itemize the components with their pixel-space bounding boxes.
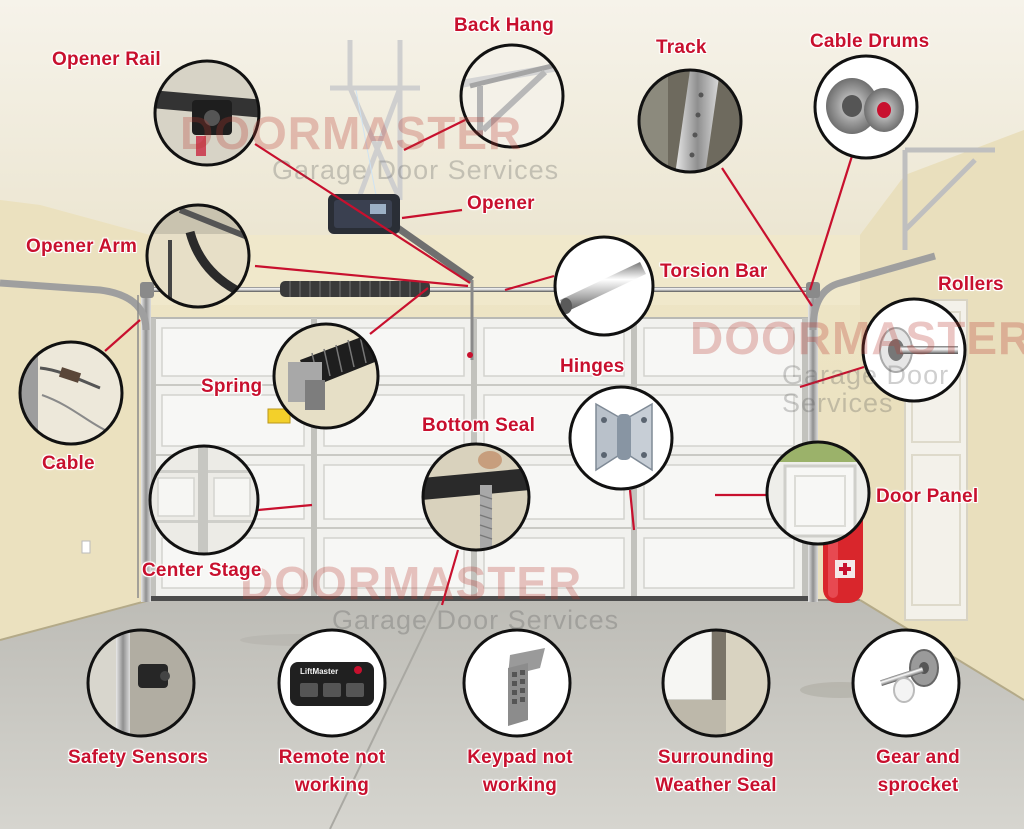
- spring-callout: [272, 322, 380, 430]
- label-keypad-line1: Keypad not: [467, 747, 573, 768]
- label-gear-line1: Gear and: [876, 747, 960, 768]
- torsion-bar-callout: [553, 235, 655, 337]
- label-cable-drums: Cable Drums: [810, 31, 930, 52]
- label-weather-seal-line1: Surrounding: [657, 747, 775, 768]
- label-opener-rail: Opener Rail: [52, 49, 161, 70]
- bottom-seal-callout: [421, 442, 531, 552]
- label-torsion-bar: Torsion Bar: [660, 261, 768, 282]
- label-hinges: Hinges: [560, 356, 625, 377]
- label-weather-seal: Surrounding Weather Seal: [648, 744, 784, 800]
- weather-seal-callout: [661, 628, 771, 738]
- label-back-hang: Back Hang: [454, 15, 555, 36]
- cable-drums-callout: [813, 54, 919, 160]
- gear-callout: [851, 628, 961, 738]
- label-gear: Gear and sprocket: [866, 744, 970, 800]
- opener-arm-callout: [145, 203, 251, 309]
- label-cable: Cable: [42, 453, 95, 474]
- rollers-callout: [861, 297, 967, 403]
- door-panel-recess: [483, 537, 625, 589]
- label-weather-seal-line2: Weather Seal: [655, 775, 777, 796]
- label-safety-sensors: Safety Sensors: [68, 747, 209, 768]
- cable-callout: [18, 340, 124, 446]
- label-bottom-seal: Bottom Seal: [422, 415, 536, 436]
- opener-rail-callout: [153, 59, 261, 167]
- label-opener-arm: Opener Arm: [26, 236, 138, 257]
- label-spring: Spring: [201, 376, 263, 397]
- label-center-stage: Center Stage: [142, 560, 262, 581]
- label-remote-line1: Remote not: [278, 747, 386, 768]
- door-panel-recess: [323, 537, 465, 589]
- hinges-callout: [568, 385, 674, 491]
- label-rollers: Rollers: [938, 274, 1004, 295]
- label-keypad: Keypad not working: [464, 744, 576, 800]
- door-panel-callout: [765, 440, 871, 546]
- door-panel-recess: [643, 327, 795, 377]
- label-door-panel: Door Panel: [876, 486, 979, 507]
- label-gear-line2: sprocket: [877, 775, 959, 796]
- label-remote: Remote not working: [276, 744, 388, 800]
- door-panel-recess: [643, 537, 795, 589]
- center-stage-callout: [148, 444, 260, 556]
- label-remote-line2: working: [294, 775, 370, 796]
- keypad-callout: [462, 628, 572, 738]
- label-track: Track: [656, 37, 707, 58]
- back-hang-callout: [459, 43, 565, 149]
- label-opener: Opener: [467, 193, 535, 214]
- safety-sensors-callout: [86, 628, 196, 738]
- remote-brand-text: LiftMaster: [300, 667, 338, 676]
- label-keypad-line2: working: [482, 775, 558, 796]
- remote-callout: LiftMaster: [277, 628, 387, 738]
